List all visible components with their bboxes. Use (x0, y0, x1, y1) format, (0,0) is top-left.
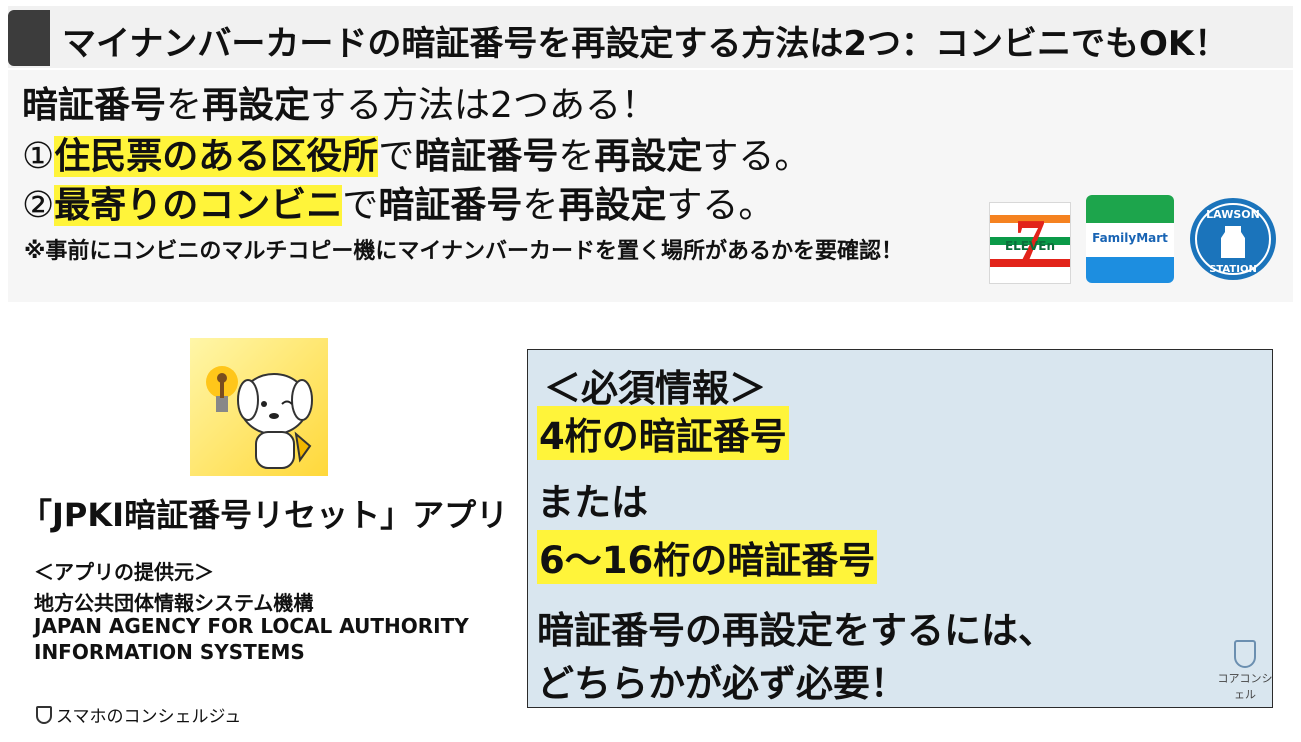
provider-name-en-1: JAPAN AGENCY FOR LOCAL AUTHORITY (34, 614, 469, 638)
info-conclusion-2: どちらかが必ず必要！ (537, 662, 907, 705)
lead3-rest: する。 (666, 185, 775, 226)
info-option-2: 6～16桁の暗証番号 (537, 530, 878, 584)
lead1-particle: を (166, 85, 203, 126)
title-accent (8, 10, 50, 66)
lawson-logo: LAWSON STATION (1190, 198, 1276, 280)
slide-title: マイナンバーカードの暗証番号を再設定する方法は2つ：コンビニでもOK！ (62, 24, 1229, 64)
seven-band-green (990, 237, 1070, 245)
caution-note: ※事前にコンビニのマルチコピー機にマイナンバーカードを置く場所があるかを要確認！ (24, 239, 903, 264)
lead1-pin: 暗証番号 (22, 85, 167, 126)
corner-logo-text: コアコンシェル (1217, 672, 1273, 701)
familymart-blue-band (1086, 257, 1174, 283)
seven-band-orange (990, 215, 1070, 223)
milk-can-icon (1221, 226, 1245, 258)
provider-name-en-2: INFORMATION SYSTEMS (34, 640, 305, 664)
lead3-highlight: 最寄りのコンビニ (54, 185, 343, 226)
lawson-top-text: LAWSON (1206, 208, 1260, 221)
lawson-bottom-text: STATION (1209, 264, 1257, 275)
provider-label: ＜アプリの提供元＞ (34, 560, 214, 584)
info-option-1: 4桁の暗証番号 (537, 406, 789, 460)
lead2-number: ① (22, 136, 55, 177)
lead1-reset: 再設定 (202, 85, 311, 126)
lead2-particle-a: で (378, 136, 415, 177)
info-or: または (537, 481, 648, 524)
lead2-particle-b: を (558, 136, 595, 177)
info-heading: ＜必須情報＞ (544, 367, 766, 410)
footer-brand-text: スマホのコンシェルジュ (56, 707, 242, 727)
lead3-pin: 暗証番号 (378, 185, 523, 226)
lead3-particle-a: で (342, 185, 379, 226)
lead-line-2: ①住民票のある区役所で暗証番号を再設定する。 (22, 135, 810, 179)
footer-brand: スマホのコンシェルジュ (36, 702, 241, 727)
corner-logo: コアコンシェル (1215, 640, 1275, 702)
seven-number: 7 (1014, 208, 1046, 276)
lead-line-3: ②最寄りのコンビニで暗証番号を再設定する。 (22, 184, 774, 228)
lead2-reset: 再設定 (594, 136, 703, 177)
required-info-box: ＜必須情報＞ 4桁の暗証番号 または 6～16桁の暗証番号 暗証番号の再設定をす… (527, 349, 1273, 708)
familymart-green-band (1086, 195, 1174, 223)
lead2-rest: する。 (702, 136, 811, 177)
seven-eleven-logo: 7 ELEVEn (989, 202, 1071, 284)
app-name: 「JPKI暗証番号リセット」アプリ (20, 496, 509, 534)
familymart-text: FamilyMart (1092, 231, 1168, 245)
lead2-pin: 暗証番号 (414, 136, 559, 177)
seven-text: ELEVEn (1004, 239, 1056, 253)
lead2-highlight: 住民票のある区役所 (54, 136, 379, 177)
seven-band-red (990, 259, 1070, 267)
lead-line-1: 暗証番号を再設定する方法は2つある！ (22, 84, 657, 128)
lead3-number: ② (22, 185, 55, 226)
lead3-reset: 再設定 (558, 185, 667, 226)
dog-mascot-icon (206, 366, 313, 469)
info-conclusion-1: 暗証番号の再設定をするには、 (537, 609, 1055, 652)
lead3-particle-b: を (522, 185, 559, 226)
jpki-app-icon (190, 338, 328, 476)
familymart-logo: FamilyMart (1086, 195, 1174, 283)
shield-icon (36, 705, 52, 724)
lead1-rest: する方法は2つある！ (310, 85, 657, 126)
title-bar: マイナンバーカードの暗証番号を再設定する方法は2つ：コンビニでもOK！ (8, 6, 1293, 68)
provider-name-jp: 地方公共団体情報システム機構 (34, 591, 314, 615)
corner-shield-icon (1234, 640, 1256, 668)
